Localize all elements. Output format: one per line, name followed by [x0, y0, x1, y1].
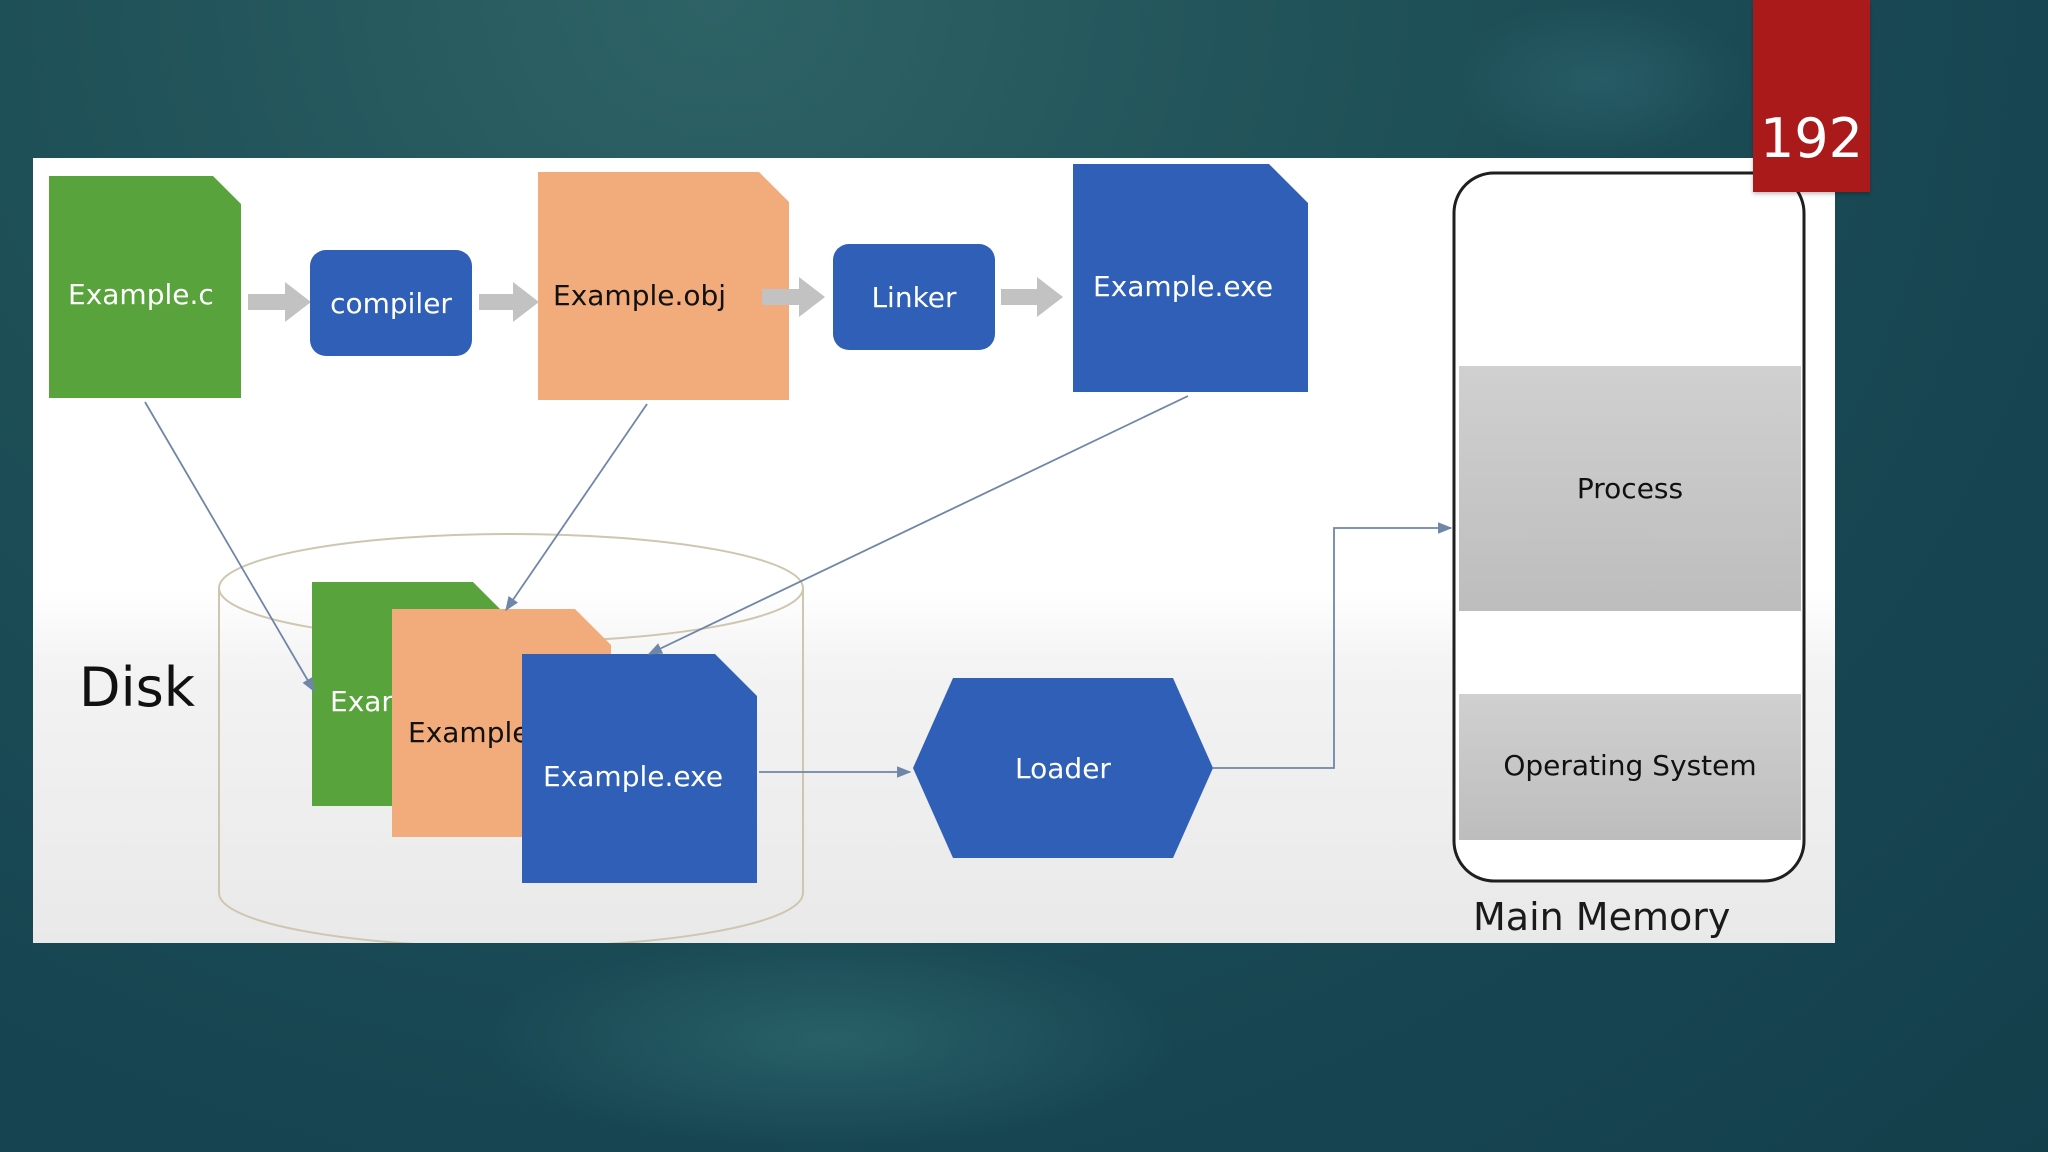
main-memory-label: Main Memory — [1473, 895, 1730, 939]
loader-shape — [913, 678, 1213, 858]
process-label: Process — [1577, 472, 1683, 505]
store-arrow — [144, 401, 315, 693]
diagram-panel: Disk Example.c compiler Example.obj Link… — [33, 158, 1835, 943]
compiler-box — [310, 250, 472, 356]
linker-box — [833, 244, 995, 350]
flow-arrow-icon — [248, 282, 311, 322]
slide-number: 192 — [1759, 107, 1864, 170]
executable-file-label: Example.exe — [1093, 270, 1273, 303]
source-file-label: Example.c — [68, 278, 214, 311]
operating-system-label: Operating System — [1503, 749, 1756, 782]
object-file-icon — [538, 172, 789, 400]
linker-label: Linker — [871, 281, 957, 314]
flow-arrow-icon — [479, 282, 539, 322]
operating-system-block — [1459, 694, 1801, 840]
store-arrow — [505, 403, 648, 612]
disk-executable-file-label: Example.exe — [543, 760, 723, 793]
flow-arrow-icon — [762, 277, 825, 317]
process-block — [1459, 366, 1801, 611]
source-file-icon — [49, 176, 241, 398]
background-glow — [1450, 0, 1750, 160]
disk-source-file-label: Exan — [330, 685, 399, 718]
disk-executable-file-icon — [522, 654, 757, 883]
compiler-label: compiler — [330, 287, 452, 320]
loader-diagram: Disk Example.c compiler Example.obj Link… — [33, 158, 1835, 943]
object-file-label: Example.obj — [553, 279, 726, 312]
executable-file-icon — [1073, 164, 1308, 392]
flow-arrow-icon — [1001, 277, 1063, 317]
store-arrow — [647, 395, 1189, 655]
memory-arrow — [1213, 522, 1453, 769]
disk-label: Disk — [79, 656, 196, 719]
background-glow — [480, 930, 1180, 1150]
loader-label: Loader — [1015, 752, 1111, 785]
slide-number-badge: 192 — [1753, 0, 1870, 192]
disk-object-file-label: Example — [408, 716, 529, 749]
